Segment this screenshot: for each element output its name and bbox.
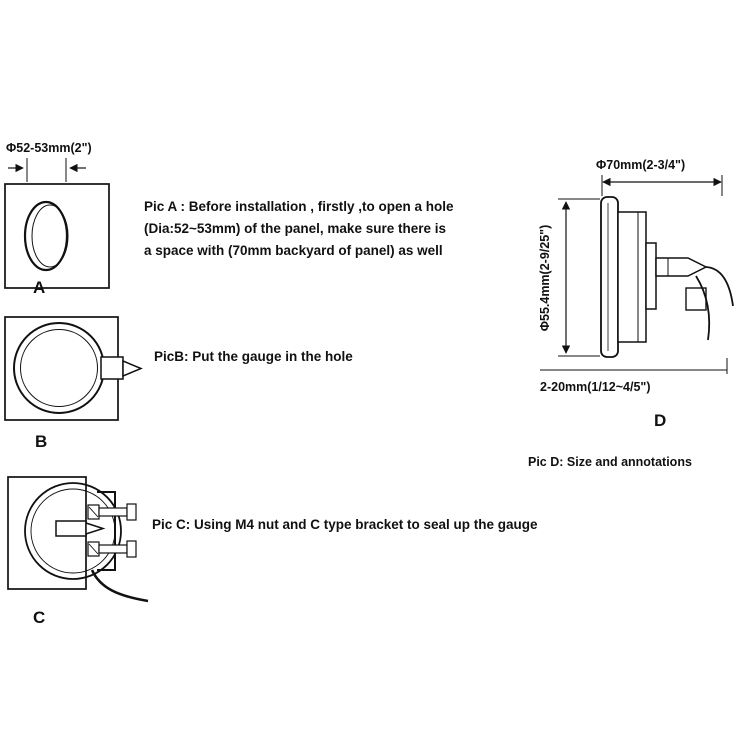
- fig-b-letter: B: [35, 432, 47, 451]
- fig-c-screw-1: [87, 503, 137, 521]
- fig-d-flange: [600, 196, 619, 358]
- fig-c-screw-1-head: [126, 503, 137, 521]
- fig-c-gauge-outer: [24, 482, 122, 580]
- fig-b-gauge-inner: [20, 329, 98, 407]
- fig-c-screw-1-shank: [98, 507, 128, 517]
- fig-d-dim-bottom-label: 2-20mm(1/12~4/5"): [540, 380, 651, 394]
- fig-a-dimension-label: Φ52-53mm(2"): [6, 141, 92, 155]
- fig-b-plug-tip: [122, 359, 143, 378]
- fig-c-screw-2-shank: [98, 544, 128, 554]
- fig-d-wire-2: [695, 275, 711, 341]
- fig-a-letter: A: [33, 278, 45, 297]
- fig-d-wire-1: [705, 266, 734, 307]
- fig-d-connector: [655, 257, 708, 277]
- fig-c-screw-2-head: [126, 540, 137, 558]
- fig-b-caption: PicB: Put the gauge in the hole: [154, 349, 353, 364]
- fig-c-wire: [90, 569, 149, 603]
- fig-d-caption: Pic D: Size and annotations: [528, 455, 692, 469]
- fig-d-dim-side-label: Φ55.4mm(2-9/25"): [538, 225, 552, 332]
- fig-c-caption: Pic C: Using M4 nut and C type bracket t…: [152, 517, 538, 532]
- figure-a-caption: Pic A : Before installation , firstly ,t…: [144, 199, 454, 258]
- fig-d-dim-top-label: Φ70mm(2-3/4"): [596, 158, 685, 172]
- fig-a-hole-outer: [23, 200, 69, 272]
- fig-c-spade-tip: [85, 521, 106, 536]
- fig-a-panel: [4, 183, 110, 289]
- fig-a-caption-line2: (Dia:52~53mm) of the panel, make sure th…: [144, 221, 446, 236]
- fig-d-body: [617, 211, 647, 343]
- figure-a-drawing: Φ52-53mm(2") A: [4, 141, 110, 297]
- fig-a-hole-inner: [31, 204, 69, 268]
- fig-c-letter: C: [33, 608, 45, 627]
- fig-c-nut-2-hatch: [88, 543, 99, 555]
- fig-c-nut-1-hatch: [88, 506, 99, 518]
- figure-b-drawing: B PicB: Put the gauge in the hole: [4, 316, 353, 451]
- fig-d-letter: D: [654, 411, 666, 430]
- fig-c-bracket: [97, 491, 116, 571]
- fig-a-caption-line1: Pic A : Before installation , firstly ,t…: [144, 199, 454, 214]
- fig-c-screw-2: [87, 540, 137, 558]
- fig-b-plug-body: [100, 356, 124, 380]
- figure-c-drawing: C Pic C: Using M4 nut and C type bracket…: [7, 476, 538, 627]
- fig-d-body-step: [645, 242, 657, 310]
- fig-a-caption-line3: a space with (70mm backyard of panel) as…: [144, 243, 443, 258]
- figure-d-drawing: Φ70mm(2-3/4") Φ55.4mm(2-9/25") 2-20mm(: [528, 158, 734, 469]
- fig-c-spade-body: [55, 520, 87, 537]
- fig-b-gauge-outer: [13, 322, 105, 414]
